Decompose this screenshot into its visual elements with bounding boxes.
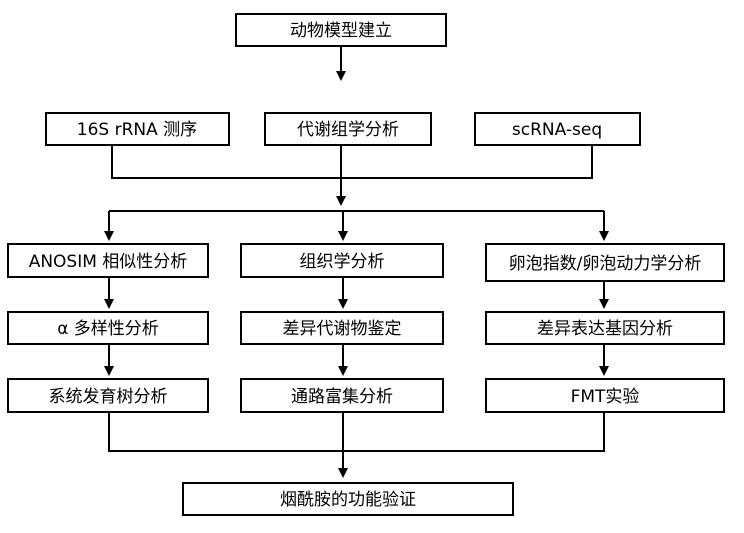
model-setup-label: 动物模型建立 (290, 21, 392, 41)
method-label-metabolomics: 代谢组学分析 (297, 120, 399, 140)
right-box-follicle: 卵泡指数/卵泡动力学分析 (485, 243, 725, 282)
method-label-scrna: scRNA-seq (512, 120, 602, 140)
left-box-alpha: α 多样性分析 (7, 311, 209, 345)
middle-label-pathway: 通路富集分析 (291, 387, 393, 407)
methods-merge-line (111, 145, 593, 179)
model-setup-box: 动物模型建立 (235, 13, 447, 47)
right-label-fmt: FMT实验 (571, 387, 640, 407)
final-validation-label: 烟酰胺的功能验证 (280, 490, 416, 510)
method-label-16s: 16S rRNA 测序 (77, 120, 197, 140)
right-box-fmt: FMT实验 (485, 378, 725, 413)
middle-box-pathway: 通路富集分析 (240, 378, 444, 413)
right-label-follicle: 卵泡指数/卵泡动力学分析 (509, 254, 702, 274)
left-label-anosim: ANOSIM 相似性分析 (29, 252, 188, 272)
method-box-metabolomics: 代谢组学分析 (264, 112, 432, 146)
middle-label-metabolites: 差异代谢物鉴定 (283, 319, 402, 339)
method-box-16s: 16S rRNA 测序 (45, 112, 230, 146)
right-label-deg: 差异表达基因分析 (537, 319, 673, 339)
left-box-anosim: ANOSIM 相似性分析 (7, 243, 209, 278)
method-box-scrna: scRNA-seq (474, 112, 641, 146)
left-box-phylo: 系统发育树分析 (7, 378, 209, 413)
middle-box-metabolites: 差异代谢物鉴定 (240, 311, 444, 345)
bottom-merge-line (108, 412, 605, 452)
middle-box-histology: 组织学分析 (240, 243, 444, 278)
right-box-deg: 差异表达基因分析 (485, 311, 725, 345)
left-label-alpha: α 多样性分析 (57, 319, 159, 339)
connectors (104, 46, 609, 478)
middle-label-histology: 组织学分析 (300, 252, 385, 272)
left-label-phylo: 系统发育树分析 (49, 387, 168, 407)
final-validation-box: 烟酰胺的功能验证 (182, 482, 514, 516)
